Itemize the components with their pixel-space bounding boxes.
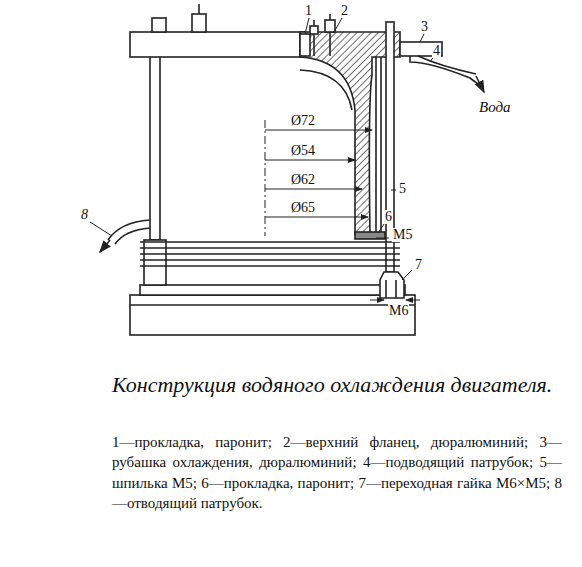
callout-number: 1 xyxy=(304,4,313,18)
thread-label: M6 xyxy=(388,304,409,318)
parts-list: 1—прокладка, паронит; 2—верхний фланец, … xyxy=(112,432,562,513)
callout-number: 7 xyxy=(414,258,423,272)
thread-label: M5 xyxy=(392,228,413,242)
callout-number: 3 xyxy=(420,20,429,34)
callout-number: 8 xyxy=(80,208,89,222)
callout-number: 5 xyxy=(398,182,407,196)
flow-label: Вода xyxy=(478,100,512,115)
dimension-label: Ø65 xyxy=(290,201,316,215)
callout-number: 2 xyxy=(340,4,349,18)
dimension-label: Ø72 xyxy=(290,114,316,128)
figure-caption: Конструкция водяного охлаждения двигател… xyxy=(112,372,562,398)
callout-number: 4 xyxy=(432,44,441,58)
dimension-label: Ø54 xyxy=(290,144,316,158)
callout-number: 6 xyxy=(384,210,393,224)
dimension-label: Ø62 xyxy=(290,173,316,187)
